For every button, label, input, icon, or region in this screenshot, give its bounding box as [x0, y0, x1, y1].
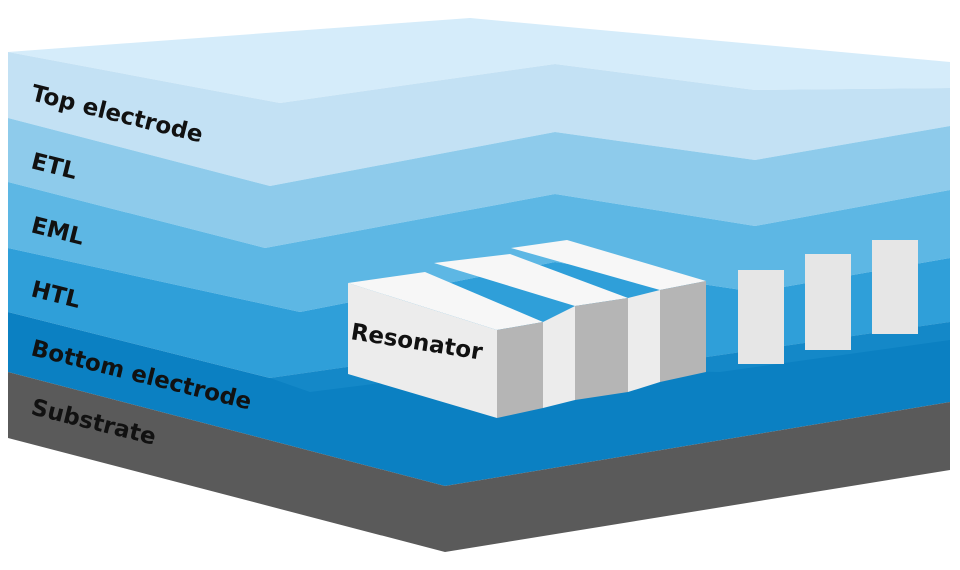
layer-etl — [8, 118, 950, 248]
resonator-bar — [511, 240, 706, 392]
layer-substrate — [8, 372, 950, 552]
layer-eml — [8, 182, 950, 312]
resonator-pillar — [738, 270, 784, 364]
resonator-bar — [434, 254, 628, 408]
resonator-bar — [348, 272, 543, 418]
layer-top-electrode — [8, 52, 950, 186]
resonator-pillar — [872, 240, 918, 334]
resonator-pillar — [805, 254, 851, 350]
stack-top-surface — [8, 18, 950, 103]
